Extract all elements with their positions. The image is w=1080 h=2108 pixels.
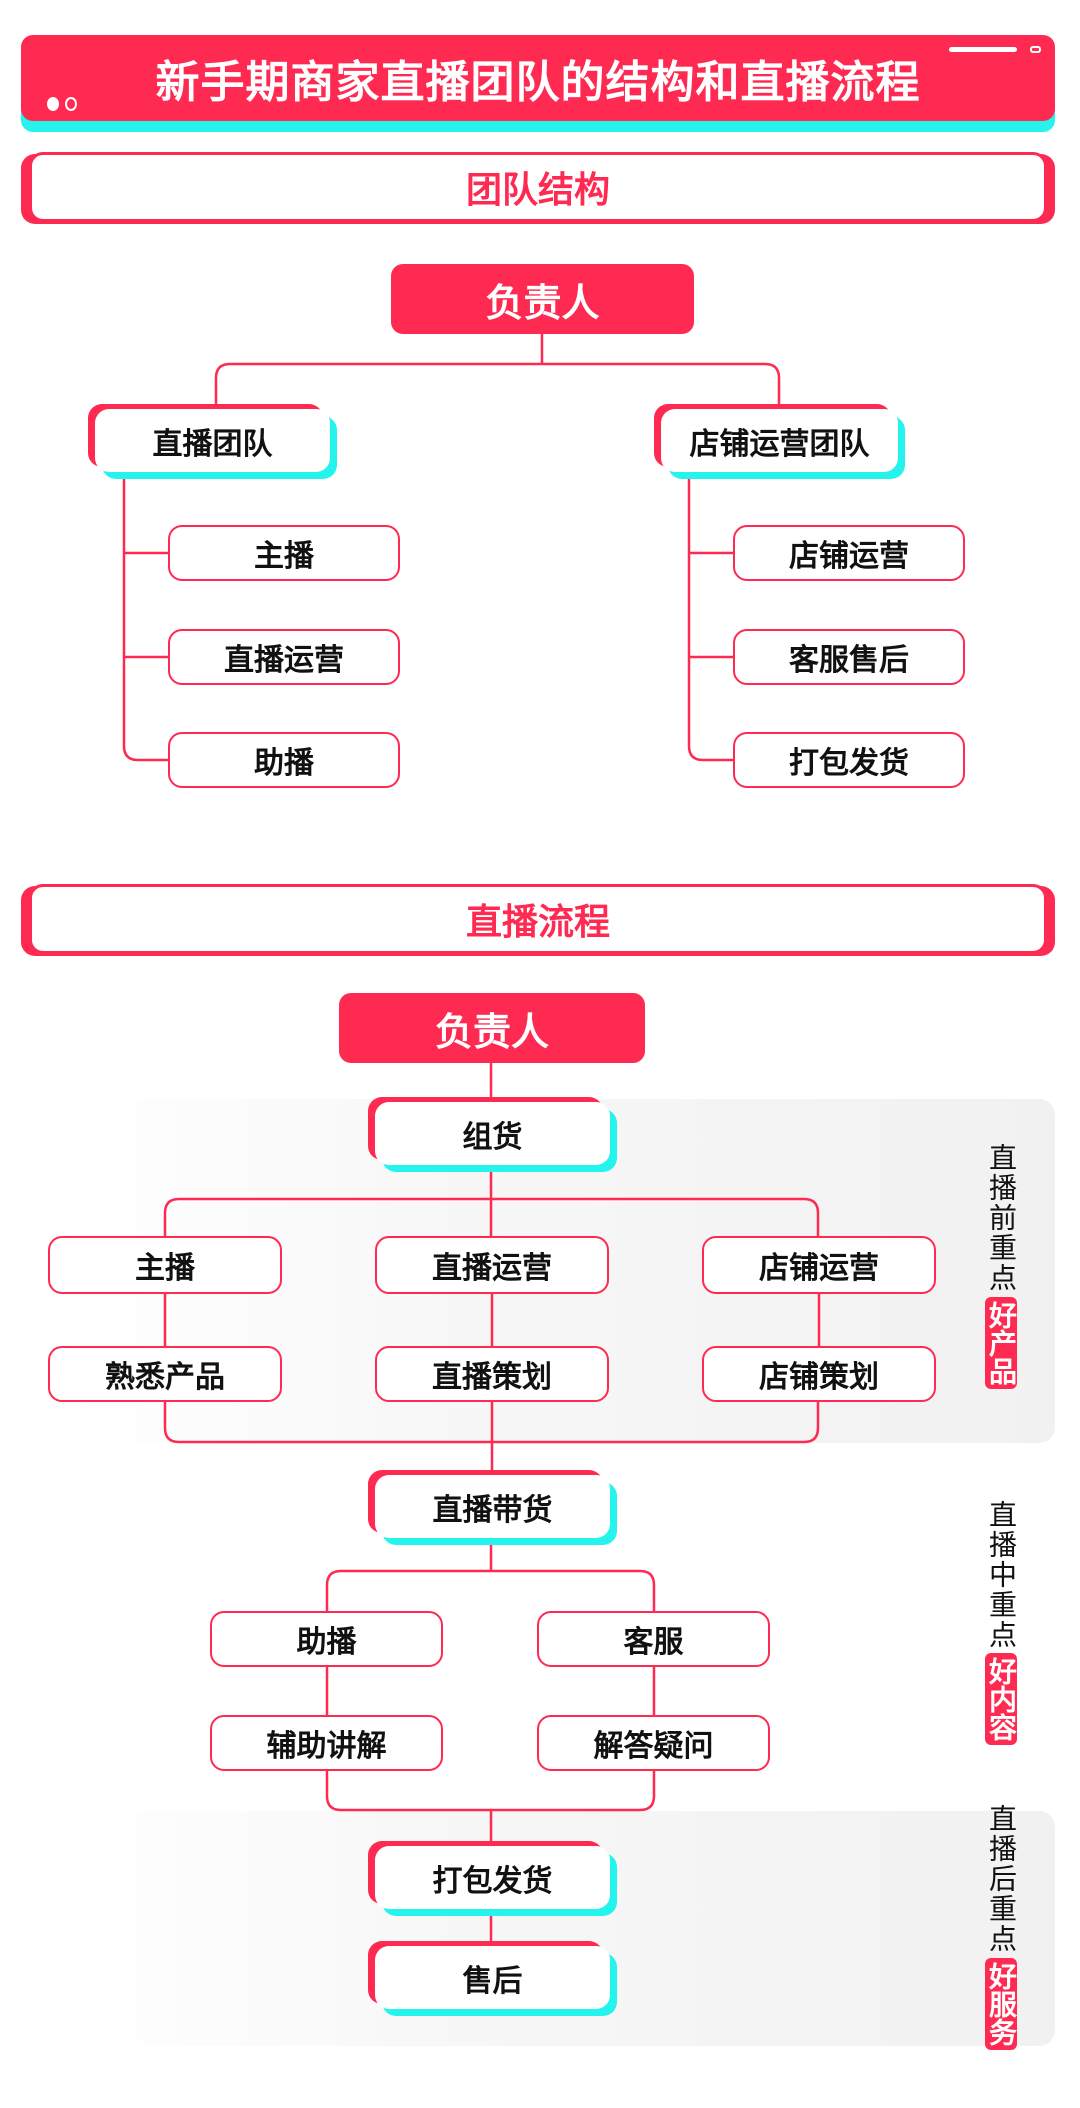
pre-live-focus-label: 直播前重点 — [985, 1143, 1018, 1293]
step-node-assemble-goods: 组货 — [375, 1102, 610, 1165]
post-live-focus-label: 直播后重点 — [985, 1804, 1018, 1954]
during-live-focus-label: 直播中重点 — [985, 1500, 1018, 1650]
member-node: 助播 — [168, 732, 400, 788]
section-header-team: 团队结构 — [29, 152, 1047, 222]
team-head-node: 负责人 — [391, 264, 694, 334]
connector — [214, 334, 781, 404]
member-node: 直播运营 — [168, 629, 400, 685]
process-head-node: 负责人 — [339, 993, 645, 1063]
page-title: 新手期商家直播团队的结构和直播流程 — [155, 57, 921, 108]
step-node-after-sales: 售后 — [375, 1946, 610, 2009]
connector — [325, 1542, 656, 1611]
title-banner: 新手期商家直播团队的结构和直播流程 — [21, 35, 1055, 121]
role-node: 客服 — [537, 1611, 770, 1667]
pre-live-focus-badge: 好产品 — [985, 1297, 1018, 1389]
role-node: 助播 — [210, 1611, 443, 1667]
connector — [325, 1667, 656, 1715]
shop-ops-team-node: 店铺运营团队 — [661, 409, 898, 472]
connector — [122, 476, 168, 762]
step-node-packing: 打包发货 — [375, 1846, 610, 1909]
section-header-process: 直播流程 — [29, 884, 1047, 954]
live-team-node: 直播团队 — [95, 409, 330, 472]
connector — [163, 1402, 820, 1470]
filled-dot-icon — [47, 97, 59, 111]
during-live-focus-badge: 好内容 — [985, 1653, 1018, 1745]
outline-dot-icon — [65, 97, 77, 111]
connector — [163, 1063, 820, 1236]
role-node: 主播 — [48, 1236, 282, 1294]
task-node: 熟悉产品 — [48, 1346, 282, 1402]
member-node: 主播 — [168, 525, 400, 581]
section-label: 团队结构 — [465, 170, 610, 211]
connector — [163, 1294, 821, 1346]
task-node: 店铺策划 — [702, 1346, 936, 1402]
connector — [687, 476, 733, 762]
member-node: 店铺运营 — [733, 525, 965, 581]
pill-decoration-icon — [1030, 46, 1041, 53]
member-node: 打包发货 — [733, 732, 965, 788]
post-live-focus-badge: 好服务 — [985, 1958, 1018, 2050]
section-label: 直播流程 — [465, 902, 610, 943]
dash-decoration-icon — [949, 47, 1017, 52]
member-node: 客服售后 — [733, 629, 965, 685]
role-node: 直播运营 — [375, 1236, 609, 1294]
role-node: 店铺运营 — [702, 1236, 936, 1294]
task-node: 直播策划 — [375, 1346, 609, 1402]
connector — [325, 1771, 656, 1941]
step-node-live-selling: 直播带货 — [375, 1475, 610, 1538]
task-node: 辅助讲解 — [210, 1715, 443, 1771]
task-node: 解答疑问 — [537, 1715, 770, 1771]
